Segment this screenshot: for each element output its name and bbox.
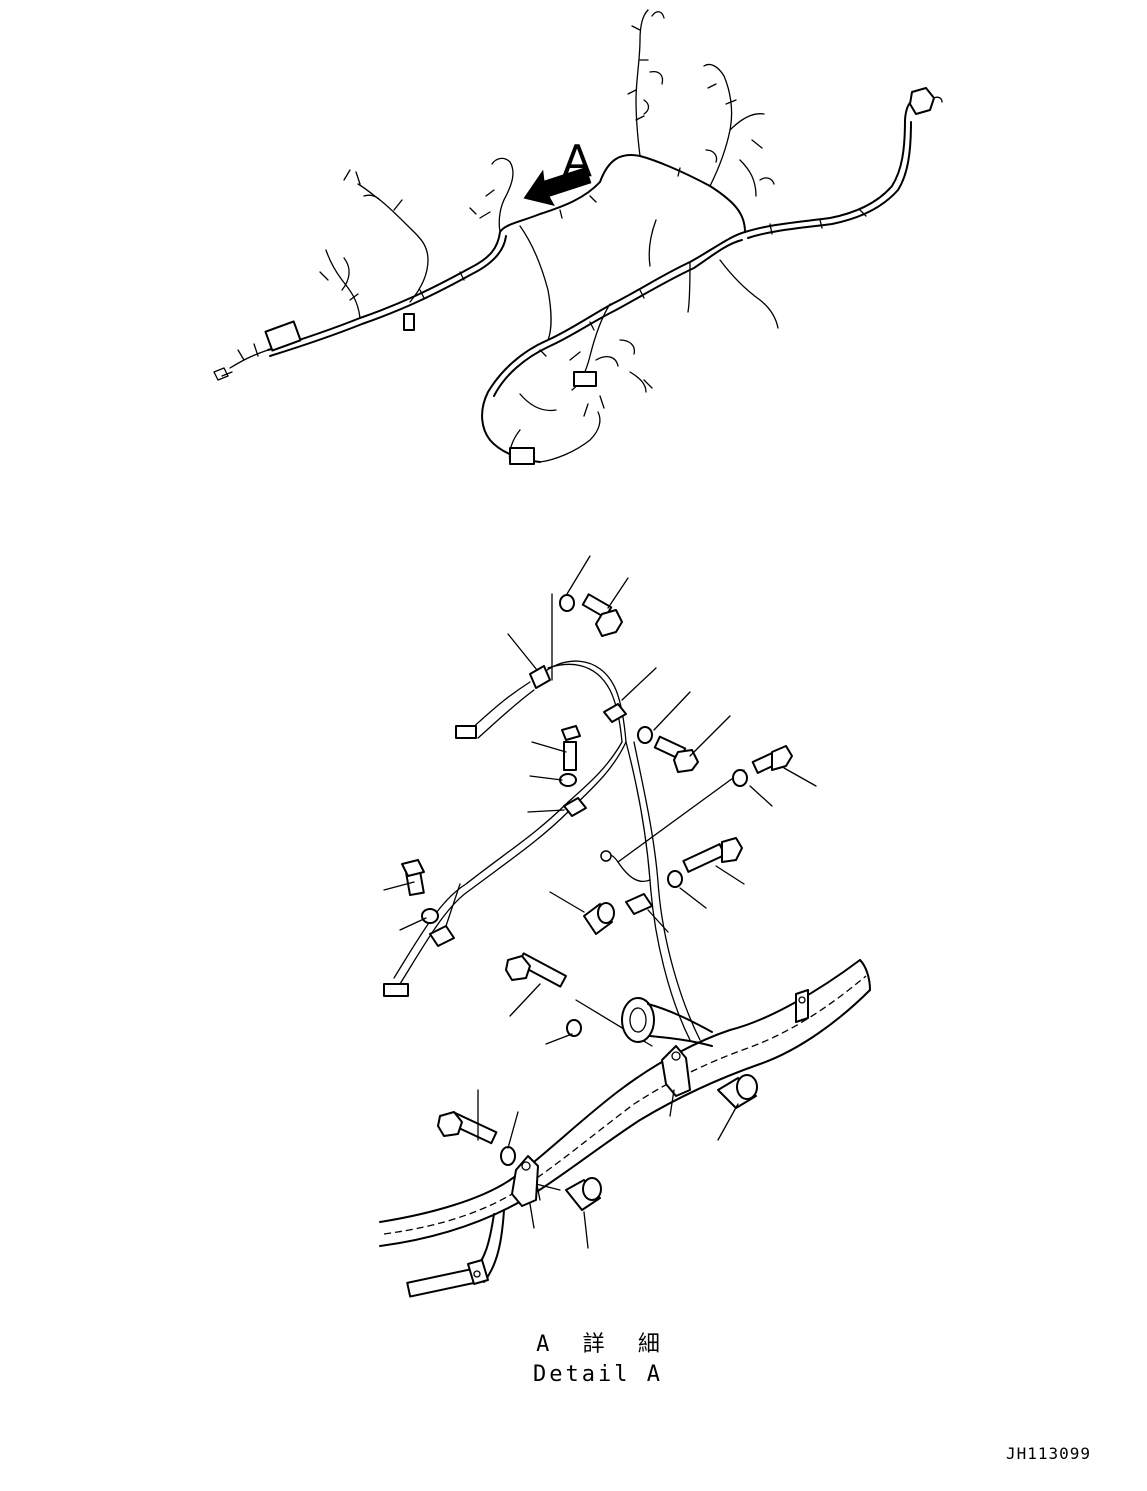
arrow-icon (523, 166, 592, 207)
caption-japanese: A 詳 細 (536, 1332, 670, 1357)
callout-letter: A (562, 136, 592, 187)
detail-caption: A 詳 細 Detail A (500, 1330, 696, 1390)
detail-a-drawing (379, 555, 871, 1298)
drawing-code: JH113099 (1006, 1444, 1092, 1463)
caption-english: Detail A (533, 1362, 663, 1387)
overview-harness (213, 9, 943, 465)
